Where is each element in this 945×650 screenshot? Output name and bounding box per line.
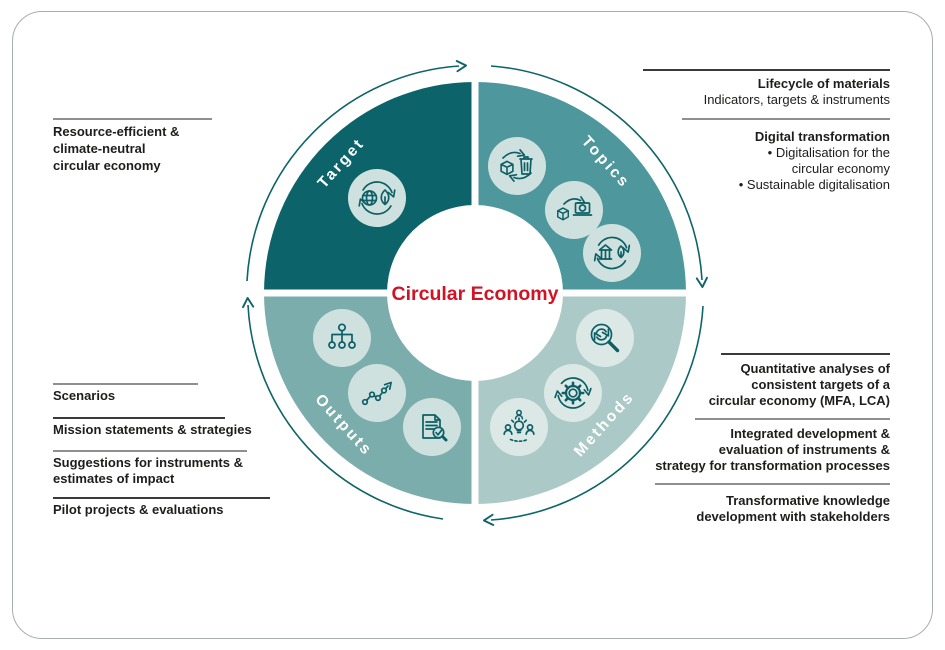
method-item-line: consistent targets of a: [751, 377, 890, 392]
method-item-line: circular economy (MFA, LCA): [708, 393, 890, 408]
output-item-line: Suggestions for instruments &: [53, 455, 243, 470]
rule-pilot: [53, 497, 270, 499]
product-digitalisation-icon: [557, 196, 593, 221]
method-item-integrated: Integrated development & evaluation of i…: [570, 426, 890, 474]
method-item-line: Transformative knowledge: [726, 493, 890, 508]
method-item-quantitative: Quantitative analyses of consistent targ…: [570, 361, 890, 409]
flow-arrows: [242, 60, 708, 526]
topic-item-title: Digital transformation: [754, 129, 890, 144]
output-item-line: Scenarios: [53, 388, 116, 403]
globe-leaf-cycle-icon: [358, 181, 396, 215]
center-title: Circular Economy: [392, 283, 559, 305]
bubble-methods-2: [544, 364, 602, 422]
topic-item-line: circular economy: [791, 161, 890, 176]
stakeholder-lightbulb-icon: [503, 409, 535, 443]
topic-item-line: • Sustainable digitalisation: [738, 177, 890, 192]
rule-transformative: [655, 483, 890, 485]
document-check-magnifier-icon: [422, 414, 448, 442]
method-item-line: Integrated development &: [730, 426, 890, 441]
trend-chart-icon: [361, 381, 392, 406]
magnifier-cycle-icon: [590, 323, 620, 353]
icon-bubbles-light: [490, 309, 634, 456]
building-leaf-cycle-icon: [593, 236, 631, 270]
bubble-outputs-2: [348, 364, 406, 422]
output-item-mission: Mission statements & strategies: [53, 422, 293, 438]
bubble-topics-1: [488, 137, 546, 195]
flow-arc-left-top: [246, 60, 467, 282]
product-waste-cycle-icon: [500, 149, 533, 182]
rule-lifecycle: [643, 69, 890, 71]
topic-item-lifecycle: Lifecycle of materials Indicators, targe…: [590, 76, 890, 108]
bubble-topics-2: [545, 181, 603, 239]
topic-item-line: Indicators, targets & instruments: [703, 92, 890, 107]
method-item-transformative: Transformative knowledge development wit…: [570, 493, 890, 525]
method-item-line: development with stakeholders: [696, 509, 890, 524]
output-item-suggestions: Suggestions for instruments & estimates …: [53, 455, 293, 487]
wheel-icons: [328, 149, 631, 443]
bubble-topics-3: [583, 224, 641, 282]
org-chart-icon: [328, 323, 356, 349]
topic-item-line: • Digitalisation for the: [767, 145, 890, 160]
rule-goal: [53, 118, 212, 120]
output-item-line: Mission statements & strategies: [53, 422, 252, 437]
output-item-scenarios: Scenarios: [53, 388, 293, 404]
rule-suggestions: [53, 450, 247, 452]
goal-line-2: climate-neutral: [53, 141, 146, 156]
output-item-line: Pilot projects & evaluations: [53, 502, 224, 517]
gear-cycle-icon: [554, 377, 592, 409]
bubble-outputs-3: [403, 398, 461, 456]
flow-arc-bottom-left: [242, 297, 444, 520]
flow-arc-top-right: [490, 65, 708, 288]
goal-line-1: Resource-efficient &: [53, 124, 180, 139]
topic-item-title: Lifecycle of materials: [757, 76, 890, 91]
method-item-line: Quantitative analyses of: [740, 361, 890, 376]
topic-item-digital: Digital transformation • Digitalisation …: [590, 129, 890, 193]
icon-bubbles: [313, 137, 641, 456]
goal-line-3: circular economy: [53, 158, 161, 173]
method-item-line: strategy for transformation processes: [655, 458, 890, 473]
rounded-border: [12, 11, 933, 639]
rule-quantitative: [721, 353, 890, 355]
rule-scenarios: [53, 383, 198, 385]
output-item-pilot: Pilot projects & evaluations: [53, 502, 293, 518]
goal-text: Resource-efficient & climate-neutral cir…: [53, 123, 273, 174]
center-hub: [387, 205, 563, 381]
rule-digital: [682, 118, 890, 120]
output-item-line: estimates of impact: [53, 471, 175, 486]
rule-integrated: [695, 418, 890, 420]
bubble-methods-3: [490, 398, 548, 456]
method-item-line: evaluation of instruments &: [718, 442, 890, 457]
flow-arc-right-bottom: [483, 305, 704, 526]
rule-mission: [53, 417, 225, 419]
